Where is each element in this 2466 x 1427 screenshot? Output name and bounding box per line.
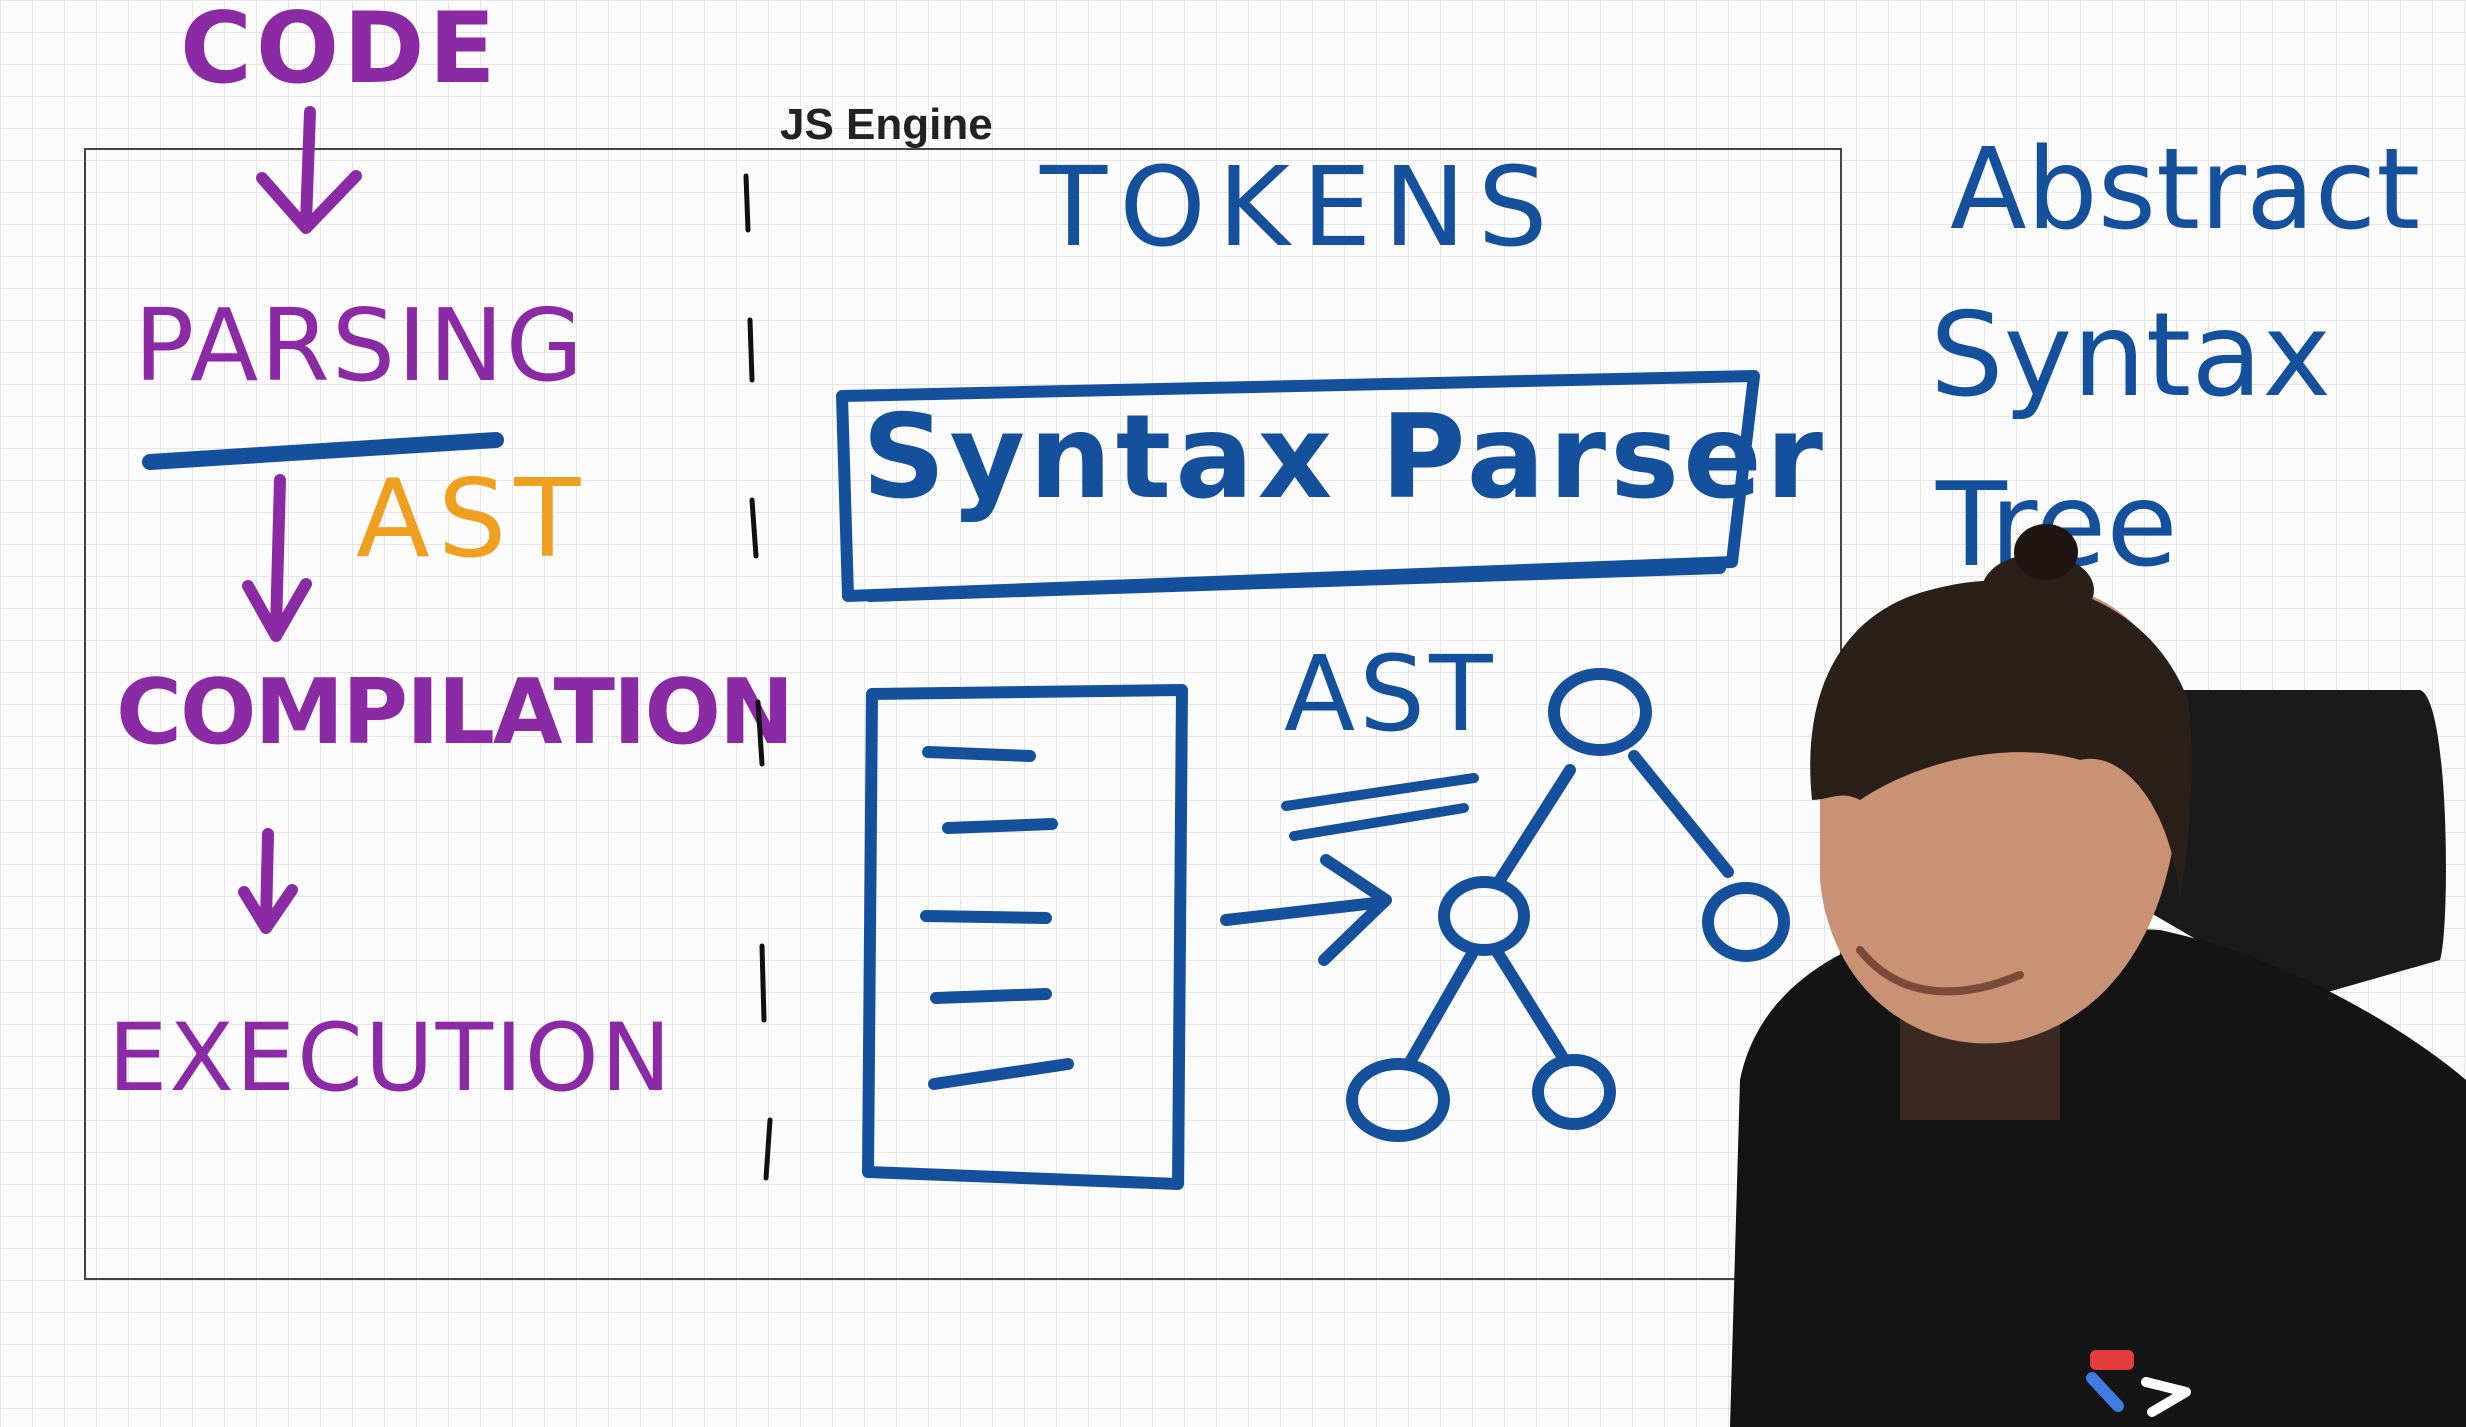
- execution-label: EXECUTION: [108, 1004, 674, 1113]
- arrow-down-icon: [256, 106, 362, 234]
- tree-node-left: [1438, 876, 1530, 956]
- syntax-word: Syntax: [1930, 288, 2332, 423]
- arrow-down-icon: [238, 828, 298, 934]
- tree-node-root: [1548, 668, 1652, 756]
- syntax-parser-label: Syntax Parser: [862, 390, 1827, 525]
- parsing-label: PARSING: [134, 287, 586, 404]
- arrow-right-icon: [1220, 854, 1392, 966]
- presenter-figure: [1730, 524, 2466, 1427]
- tree-node-right: [1702, 882, 1790, 962]
- token-document: [862, 684, 1188, 1190]
- tree-node-left-right: [1532, 1054, 1616, 1130]
- tokens-label: TOKENS: [1040, 143, 1560, 271]
- engine-title: JS Engine: [780, 100, 993, 149]
- logo-icon: [2086, 1350, 2191, 1417]
- tree-ast-label: AST: [1284, 633, 1497, 755]
- arrow-down-icon: [242, 474, 312, 642]
- code-label: CODE: [180, 0, 500, 106]
- tree-node-left-left: [1346, 1058, 1450, 1142]
- left-pipeline-strokes: [142, 106, 504, 934]
- ast-tree: [1346, 668, 1790, 1142]
- parser-box: [836, 370, 1760, 602]
- abstract-word: Abstract: [1950, 125, 2421, 255]
- compilation-label: COMPILATION: [116, 660, 794, 765]
- dashed-separator: [743, 173, 773, 1181]
- ast-underline: [1281, 773, 1479, 841]
- ast-step-label: AST: [356, 457, 589, 582]
- parsing-underline: [142, 432, 504, 470]
